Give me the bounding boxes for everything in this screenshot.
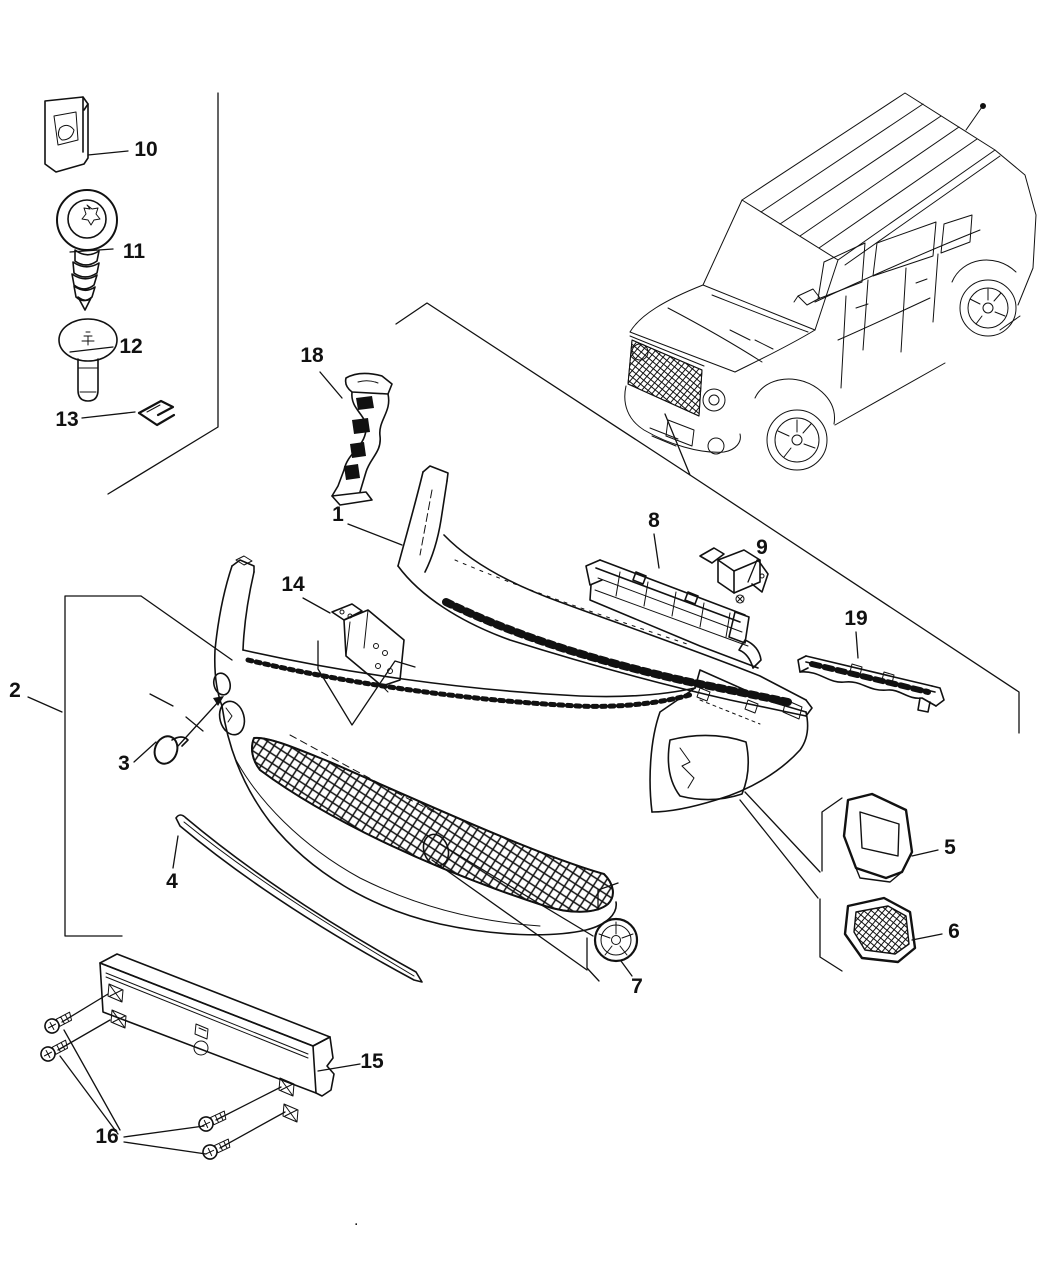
part-2-bumper-fascia-drawing xyxy=(212,555,809,936)
part-5-bezel-open-drawing xyxy=(842,792,914,883)
part-19-rail-bracket-drawing xyxy=(797,655,945,713)
part-10-clip-nut-drawing xyxy=(44,96,89,173)
part-15-plate-bracket-drawing xyxy=(99,953,335,1123)
part-18-bracket-drawing xyxy=(331,372,393,506)
vehicle-overview-drawing xyxy=(624,92,1037,471)
part-14-mounting-bracket-drawing xyxy=(331,603,405,693)
callout-18-label: 18 xyxy=(300,344,324,367)
callout-labels: 10 11 12 13 18 1 8 9 14 19 2 3 4 5 6 7 1… xyxy=(9,138,960,1148)
callout-12-label: 12 xyxy=(119,335,142,358)
part-16-screws-drawing xyxy=(40,993,286,1160)
callout-19-label: 19 xyxy=(844,607,867,630)
callout-5-label: 5 xyxy=(944,836,956,859)
callout-2-label: 2 xyxy=(9,679,21,702)
callout-4-label: 4 xyxy=(166,870,178,893)
callout-16-label: 16 xyxy=(95,1125,118,1148)
callout-9-label: 9 xyxy=(756,536,768,559)
part-8-grille-support-drawing xyxy=(585,559,762,669)
callout-14-label: 14 xyxy=(281,573,305,596)
footer-mark: . xyxy=(354,1212,358,1229)
fascia-group-bracket xyxy=(64,595,233,937)
callout-1-label: 1 xyxy=(332,503,344,526)
part-13-u-clip-drawing xyxy=(137,399,176,427)
vehicle-pointer-lines xyxy=(395,302,1020,734)
callout-leader-lines xyxy=(27,150,943,1155)
part-12-push-pin-drawing xyxy=(58,318,118,402)
callout-3-label: 3 xyxy=(118,752,130,775)
part-11-screw-drawing xyxy=(56,189,118,311)
callout-10-label: 10 xyxy=(134,138,157,161)
part-1-upper-reinforcement-drawing xyxy=(397,465,813,717)
callout-6-label: 6 xyxy=(948,920,960,943)
part-4-trim-strip-drawing xyxy=(175,814,423,983)
part-9-sensor-bracket-drawing xyxy=(699,547,769,604)
callout-13-label: 13 xyxy=(55,408,78,431)
callout-8-label: 8 xyxy=(648,509,660,532)
part-7-emblem-drawing xyxy=(431,843,639,982)
fastener-group-border xyxy=(107,92,219,495)
callout-15-label: 15 xyxy=(360,1050,384,1073)
callout-7-label: 7 xyxy=(631,975,643,998)
part-6-bezel-mesh-drawing xyxy=(843,896,917,964)
callout-11-label: 11 xyxy=(123,240,146,263)
part-3-tow-hook-cover-drawing xyxy=(149,693,224,765)
bezel-group-bracket xyxy=(739,791,843,972)
